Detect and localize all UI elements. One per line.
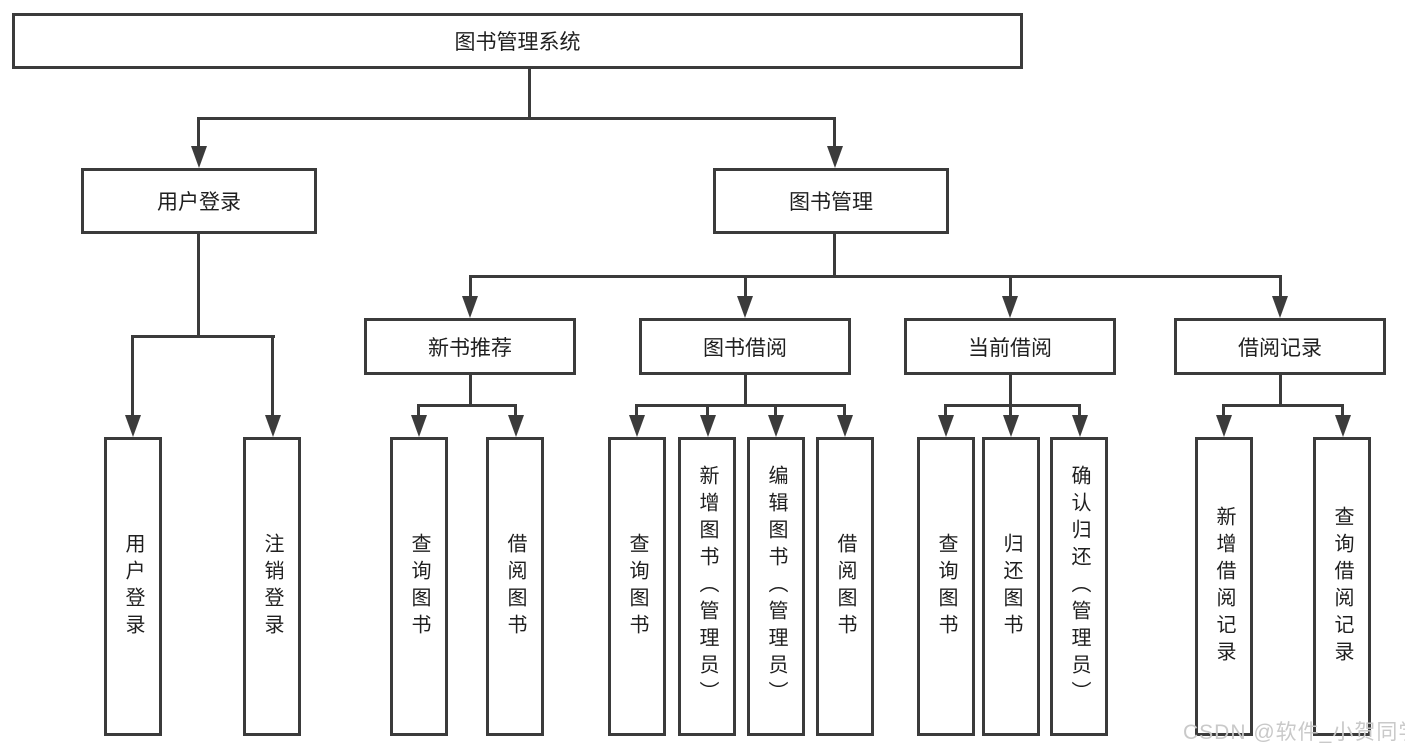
node-book-borrowing: 图书借阅 xyxy=(639,318,851,375)
connector-drop xyxy=(1341,404,1344,418)
node-label: 借阅图书 xyxy=(504,532,526,641)
connector-drop xyxy=(1279,275,1282,298)
arrow-down-icon xyxy=(938,415,954,437)
arrow-down-icon xyxy=(837,415,853,437)
leaf-confirm-return-admin: 确认归还（管理员） xyxy=(1050,437,1108,736)
connector-drop xyxy=(1009,275,1012,298)
leaf-query-borrow-record: 查询借阅记录 xyxy=(1313,437,1371,736)
connector-drop xyxy=(131,335,134,418)
node-label: 借阅记录 xyxy=(1238,336,1322,360)
leaf-borrow-books: 借阅图书 xyxy=(816,437,874,736)
node-new-book-recommendation: 新书推荐 xyxy=(364,318,576,375)
node-label: 查询图书 xyxy=(408,532,430,641)
node-label: 借阅图书 xyxy=(834,532,856,641)
node-label: 查询借阅记录 xyxy=(1331,505,1353,668)
node-label: 查询图书 xyxy=(626,532,648,641)
arrow-down-icon xyxy=(411,415,427,437)
node-label: 用户登录 xyxy=(122,532,144,641)
connector-drop xyxy=(744,275,747,298)
leaf-query-books-current: 查询图书 xyxy=(917,437,975,736)
node-label: 图书管理 xyxy=(789,191,873,214)
leaf-logout: 注销登录 xyxy=(243,437,301,736)
leaf-add-books-admin: 新增图书（管理员） xyxy=(678,437,736,736)
connector-stem xyxy=(469,374,472,407)
node-root-library-system: 图书管理系统 xyxy=(12,13,1023,69)
leaf-query-books-recommend: 查询图书 xyxy=(390,437,448,736)
arrow-down-icon xyxy=(125,415,141,437)
arrow-down-icon xyxy=(768,415,784,437)
connector-drop xyxy=(843,404,846,418)
arrow-down-icon xyxy=(737,296,753,318)
leaf-user-login: 用户登录 xyxy=(104,437,162,736)
leaf-borrow-books-recommend: 借阅图书 xyxy=(486,437,544,736)
connector-drop xyxy=(1078,404,1081,418)
arrow-down-icon xyxy=(508,415,524,437)
arrow-down-icon xyxy=(191,146,207,168)
arrow-down-icon xyxy=(1216,415,1232,437)
connector-stem xyxy=(1279,374,1282,407)
connector-rail xyxy=(1222,404,1344,407)
node-label: 新增借阅记录 xyxy=(1213,505,1235,668)
leaf-edit-books-admin: 编辑图书（管理员） xyxy=(747,437,805,736)
node-label: 图书管理系统 xyxy=(454,31,581,54)
connector-drop xyxy=(197,117,200,148)
connector-drop xyxy=(1009,404,1012,418)
connector-drop xyxy=(1222,404,1225,418)
connector-rail xyxy=(944,404,1081,407)
csdn-watermark: CSDN @软件_小贺同学 xyxy=(1183,721,1405,744)
connector-drop xyxy=(417,404,420,418)
node-label: 用户登录 xyxy=(157,191,241,214)
arrow-down-icon xyxy=(629,415,645,437)
arrow-down-icon xyxy=(1072,415,1088,437)
connector-drop xyxy=(833,117,836,148)
node-label: 当前借阅 xyxy=(968,336,1052,360)
arrow-down-icon xyxy=(462,296,478,318)
node-current-borrowing: 当前借阅 xyxy=(904,318,1116,375)
connector-userlogin-rail xyxy=(132,335,275,338)
arrow-down-icon xyxy=(1002,296,1018,318)
node-label: 查询图书 xyxy=(935,532,957,641)
node-label: 确认归还（管理员） xyxy=(1068,465,1090,708)
node-user-login: 用户登录 xyxy=(81,168,317,234)
connector-drop xyxy=(635,404,638,418)
connector-level2-rail xyxy=(197,117,836,120)
connector-drop xyxy=(469,275,472,298)
connector-userlogin-stem xyxy=(197,233,200,338)
connector-drop xyxy=(271,335,274,418)
connector-drop xyxy=(774,404,777,418)
node-label: 注销登录 xyxy=(261,532,283,641)
connector-rail xyxy=(417,404,517,407)
connector-drop xyxy=(706,404,709,418)
node-borrowing-records: 借阅记录 xyxy=(1174,318,1386,375)
connector-stem xyxy=(744,374,747,407)
leaf-add-borrow-record: 新增借阅记录 xyxy=(1195,437,1253,736)
arrow-down-icon xyxy=(1003,415,1019,437)
node-book-management: 图书管理 xyxy=(713,168,949,234)
connector-drop xyxy=(944,404,947,418)
arrow-down-icon xyxy=(265,415,281,437)
leaf-query-books-borrowing: 查询图书 xyxy=(608,437,666,736)
connector-stem xyxy=(1009,374,1012,407)
connector-drop xyxy=(514,404,517,418)
node-label: 新增图书（管理员） xyxy=(696,465,718,708)
leaf-return-books: 归还图书 xyxy=(982,437,1040,736)
connector-rail xyxy=(635,404,846,407)
node-label: 新书推荐 xyxy=(428,336,512,360)
arrow-down-icon xyxy=(700,415,716,437)
arrow-down-icon xyxy=(827,146,843,168)
node-label: 图书借阅 xyxy=(703,336,787,360)
connector-level3-rail xyxy=(469,275,1282,278)
connector-root-stem xyxy=(528,68,531,120)
arrow-down-icon xyxy=(1335,415,1351,437)
arrow-down-icon xyxy=(1272,296,1288,318)
node-label: 归还图书 xyxy=(1000,532,1022,641)
connector-bookmgmt-stem xyxy=(833,233,836,278)
node-label: 编辑图书（管理员） xyxy=(765,465,787,708)
